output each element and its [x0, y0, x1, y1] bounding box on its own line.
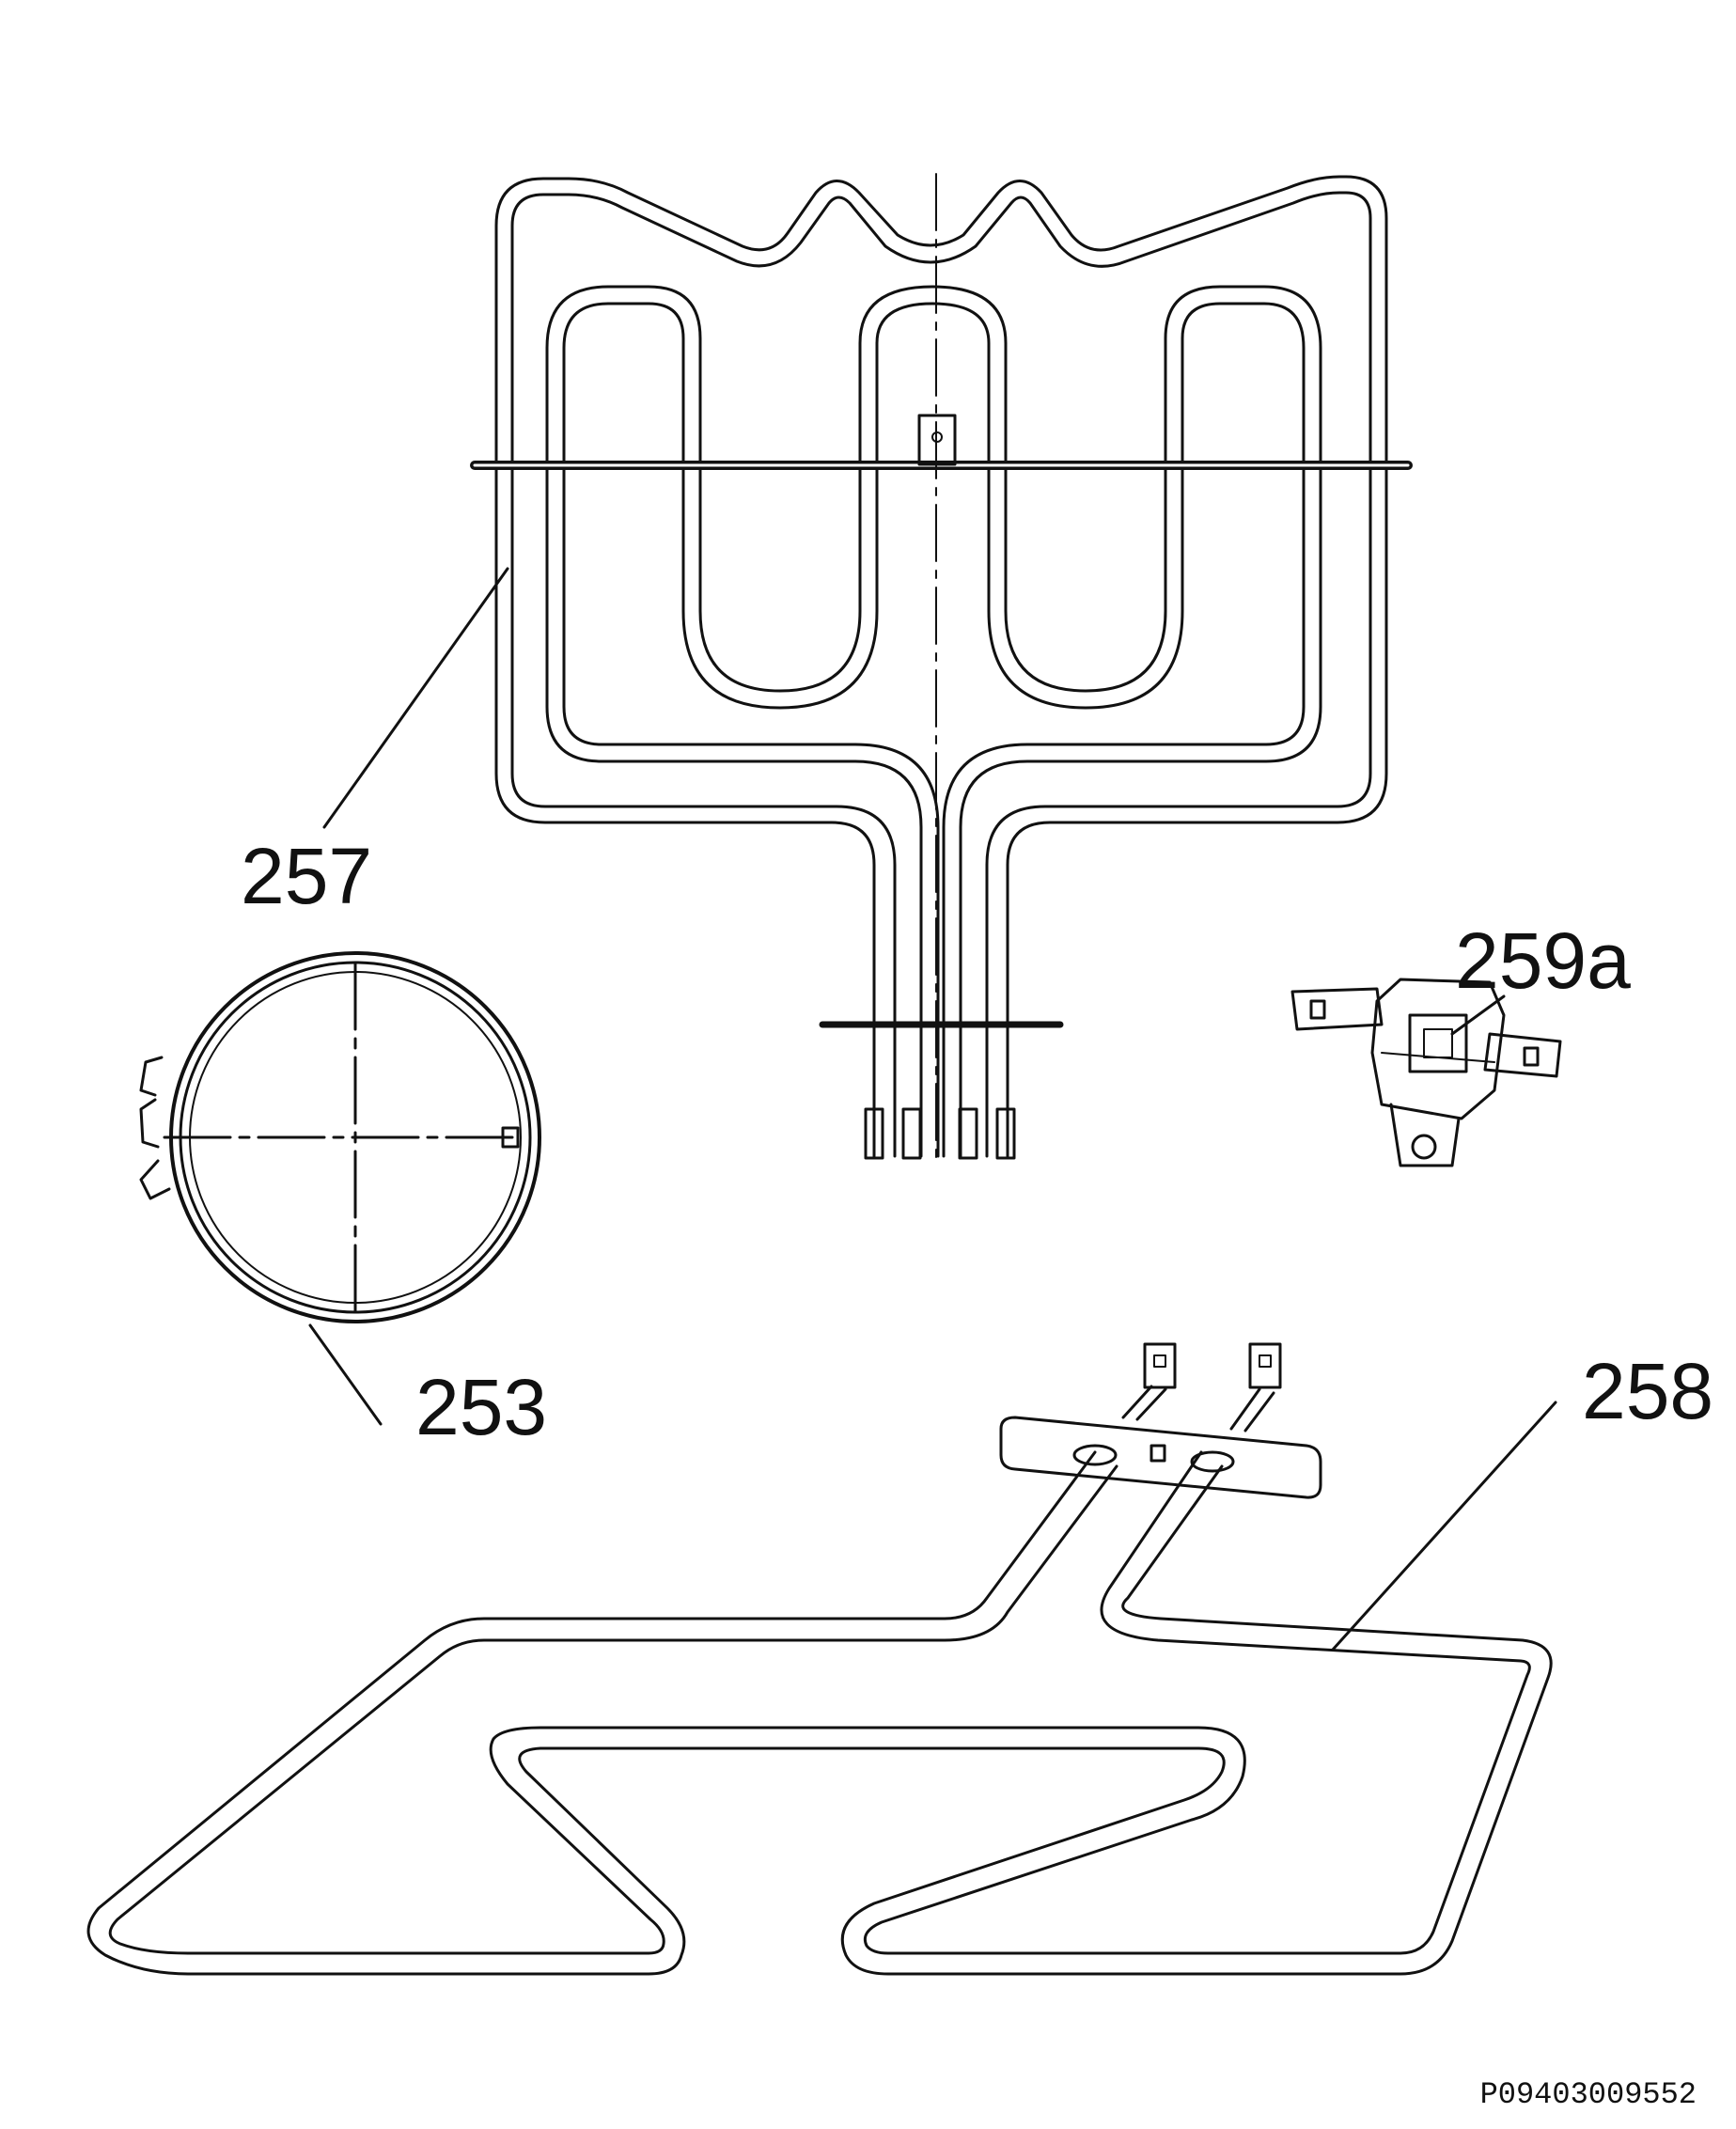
- callout-259a: 259a: [1455, 916, 1631, 1005]
- bottom-element-inner-tube: [108, 1450, 1531, 1955]
- leader-257: [322, 567, 509, 829]
- grill-element-257: [470, 173, 1413, 1166]
- grill-element-inner-tube-inner: [562, 302, 1306, 1158]
- callout-257: 257: [241, 832, 373, 920]
- callout-253: 253: [415, 1363, 548, 1451]
- grill-element-outer-tube: [494, 175, 1388, 1158]
- callout-258: 258: [1582, 1347, 1714, 1435]
- bottom-element-258: [86, 1342, 1553, 1976]
- leader-258: [1331, 1401, 1557, 1652]
- bottom-element-outer-tube: [86, 1450, 1553, 1976]
- thermostat-259a: [1290, 978, 1562, 1167]
- grill-element-outer-tube-inner: [510, 191, 1372, 1158]
- leader-259a: [1450, 994, 1506, 1036]
- circular-element-253: [139, 951, 541, 1323]
- drawing-code: P09403009552: [1479, 2077, 1697, 2112]
- leader-253: [308, 1323, 383, 1426]
- grill-element-inner-tube: [545, 285, 1322, 1158]
